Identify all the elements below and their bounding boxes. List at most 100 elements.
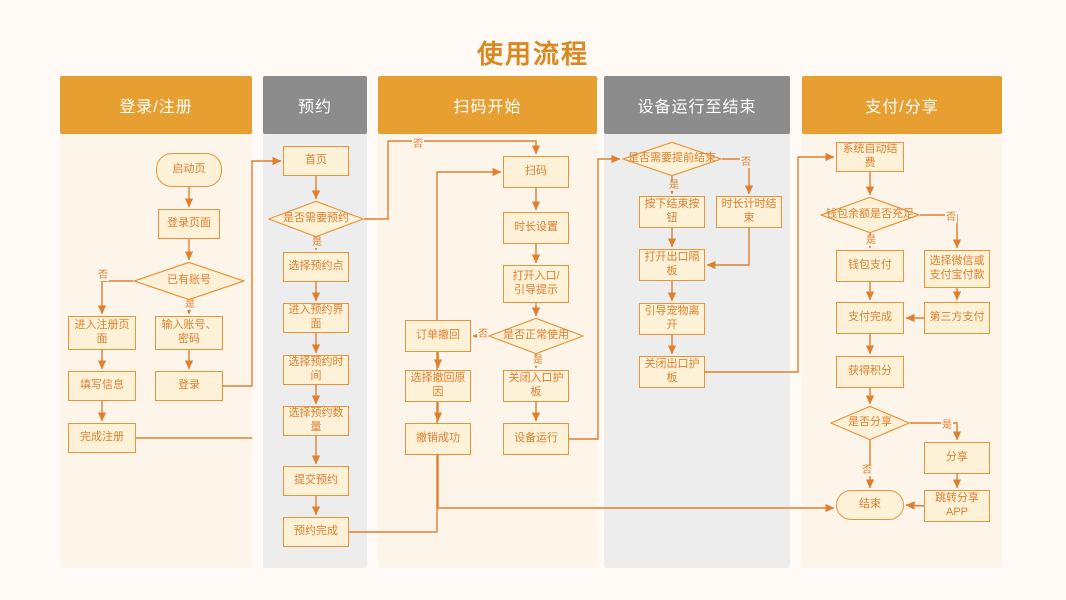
flow-node-n17[interactable]: 扫码 xyxy=(503,156,569,188)
flow-node-n18[interactable]: 时长设置 xyxy=(503,212,569,244)
flow-node-n5[interactable]: 输入账号、密码 xyxy=(155,316,223,350)
node-label: 是否分享 xyxy=(848,416,892,429)
diamond-shape xyxy=(488,318,584,354)
flow-node-n27[interactable]: 按下结束按钮 xyxy=(639,196,705,228)
node-label: 选择预约数量 xyxy=(288,407,344,433)
node-label: 钱包余额是否充足 xyxy=(826,208,914,221)
edge-label-e11: 是 xyxy=(941,420,953,431)
flow-node-n22[interactable]: 选择撤回原因 xyxy=(405,370,471,402)
flow-node-n26[interactable]: 是否需要提前结束 xyxy=(622,142,722,176)
node-label: 预约完成 xyxy=(294,525,338,538)
column-header-booking[interactable]: 预约 xyxy=(263,76,367,134)
node-label: 获得积分 xyxy=(848,365,892,378)
flow-node-n4[interactable]: 进入注册页面 xyxy=(68,316,136,350)
diamond-shape xyxy=(820,197,920,233)
connector xyxy=(910,422,962,441)
flow-node-n20[interactable]: 是否正常使用 xyxy=(488,318,584,354)
flow-node-n30[interactable]: 引导宠物离开 xyxy=(639,303,705,335)
node-label: 订单撤回 xyxy=(416,329,460,342)
connector xyxy=(437,455,835,513)
node-label: 启动页 xyxy=(172,163,206,176)
node-label: 已有账号 xyxy=(167,274,211,287)
node-label: 登录页面 xyxy=(167,217,211,230)
node-label: 是否需要提前结束 xyxy=(628,152,716,165)
flow-node-n11[interactable]: 选择预约点 xyxy=(283,252,349,282)
flow-node-n6[interactable]: 填写信息 xyxy=(68,371,136,401)
flow-node-n31[interactable]: 关闭出口护板 xyxy=(639,356,705,388)
flow-node-n41[interactable]: 结束 xyxy=(836,490,904,520)
node-label: 分享 xyxy=(946,451,968,464)
node-label: 选择撤回原因 xyxy=(410,372,466,398)
edge-label-e9: 否 xyxy=(945,212,957,223)
node-label: 进入注册页面 xyxy=(74,319,130,345)
connector xyxy=(705,152,835,373)
node-label: 钱包支付 xyxy=(848,259,892,272)
flow-node-n24[interactable]: 关闭入口护板 xyxy=(503,370,569,402)
flow-node-n2[interactable]: 登录页面 xyxy=(158,209,220,239)
node-label: 首页 xyxy=(305,154,327,167)
flow-node-n13[interactable]: 选择预约时间 xyxy=(283,355,349,385)
edge-label-e7: 否 xyxy=(740,157,752,168)
node-label: 撤销成功 xyxy=(416,432,460,445)
flow-node-n10[interactable]: 是否需要预约 xyxy=(268,201,364,237)
column-header-scan[interactable]: 扫码开始 xyxy=(378,76,597,134)
node-label: 结束 xyxy=(859,498,881,511)
page-title: 使用流程 xyxy=(476,39,589,69)
flow-node-n28[interactable]: 时长计时结束 xyxy=(716,196,782,228)
node-label: 关闭入口护板 xyxy=(508,372,564,398)
connector xyxy=(223,156,282,387)
column-header-run[interactable]: 设备运行至结束 xyxy=(604,76,790,134)
flow-node-n40[interactable]: 分享 xyxy=(924,442,990,474)
flow-node-n12[interactable]: 进入预约界面 xyxy=(283,303,349,333)
node-label: 时长计时结束 xyxy=(721,198,777,224)
flow-node-n39[interactable]: 是否分享 xyxy=(830,406,910,440)
flow-node-n23[interactable]: 撤销成功 xyxy=(405,423,471,455)
connector xyxy=(569,154,621,440)
flow-node-n14[interactable]: 选择预约数量 xyxy=(283,406,349,436)
diamond-shape xyxy=(622,142,722,176)
flow-node-n38[interactable]: 获得积分 xyxy=(836,356,904,388)
node-label: 设备运行 xyxy=(514,432,558,445)
flow-node-n32[interactable]: 系统自动结费 xyxy=(836,142,904,172)
flow-node-n3[interactable]: 已有账号 xyxy=(133,262,245,300)
edge-label-e3: 是 xyxy=(311,237,323,248)
connector xyxy=(364,140,541,220)
node-label: 系统自动结费 xyxy=(842,143,898,169)
flow-node-n8[interactable]: 完成注册 xyxy=(68,423,136,453)
flow-node-n16[interactable]: 预约完成 xyxy=(283,517,349,547)
column-header-pay[interactable]: 支付/分享 xyxy=(802,76,1002,134)
edge-label-e5: 否 xyxy=(477,329,489,340)
edge-label-e8: 是 xyxy=(668,180,680,191)
flow-node-n15[interactable]: 提交预约 xyxy=(283,466,349,496)
flow-node-n9[interactable]: 首页 xyxy=(283,146,349,176)
node-label: 填写信息 xyxy=(80,379,124,392)
flow-node-n7[interactable]: 登录 xyxy=(155,371,223,401)
flow-node-n34[interactable]: 钱包支付 xyxy=(836,250,904,282)
flow-node-n29[interactable]: 打开出口隔板 xyxy=(639,249,705,281)
node-label: 是否正常使用 xyxy=(503,329,569,342)
node-label: 引导宠物离开 xyxy=(644,305,700,331)
flow-node-n21[interactable]: 订单撤回 xyxy=(405,320,471,352)
flow-node-n36[interactable]: 支付完成 xyxy=(836,302,904,334)
node-label: 打开出口隔板 xyxy=(644,251,700,277)
column-header-login[interactable]: 登录/注册 xyxy=(60,76,252,134)
node-label: 跳转分享APP xyxy=(935,492,979,518)
edge-label-e6: 是 xyxy=(532,355,544,366)
connector xyxy=(349,167,502,533)
edge-label-e2: 是 xyxy=(184,299,196,310)
node-label: 扫码 xyxy=(525,165,547,178)
diamond-shape xyxy=(133,262,245,300)
node-label: 选择预约点 xyxy=(288,260,344,273)
flow-node-n33[interactable]: 钱包余额是否充足 xyxy=(820,197,920,233)
flow-node-n25[interactable]: 设备运行 xyxy=(503,423,569,455)
flow-node-n19[interactable]: 打开入口/引导提示 xyxy=(503,265,569,303)
flow-node-n1[interactable]: 启动页 xyxy=(156,153,222,187)
flow-node-n37[interactable]: 第三方支付 xyxy=(924,302,990,334)
flow-node-n35[interactable]: 选择微信或支付宝付款 xyxy=(924,250,990,288)
node-label: 登录 xyxy=(178,379,200,392)
connector xyxy=(905,501,925,510)
flow-node-n42[interactable]: 跳转分享APP xyxy=(924,490,990,522)
node-label: 选择预约时间 xyxy=(288,356,344,382)
